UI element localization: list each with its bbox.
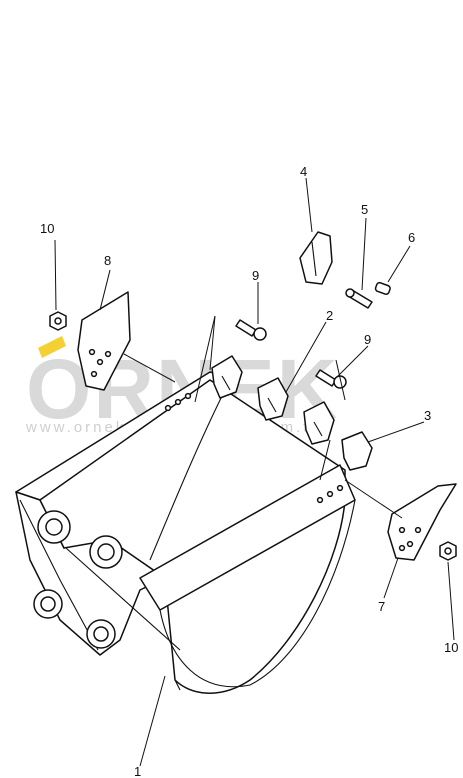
- mounting-boss-upper-left: [37, 510, 71, 544]
- side-cutter-right-part-7: [387, 483, 457, 561]
- pin-part-5: [345, 288, 373, 309]
- mounting-boss-lower-left: [33, 589, 63, 619]
- leader-lines: [54, 177, 455, 767]
- callout-4: 4: [300, 164, 307, 179]
- callout-5: 5: [361, 202, 368, 217]
- bucket-body: [15, 371, 356, 694]
- callout-6: 6: [408, 230, 415, 245]
- tooth-part-4: [299, 231, 333, 285]
- mounting-boss-lower-right: [86, 619, 116, 649]
- callout-labels: 10 8 4 5 6 9 2 9 3 7 10 1: [40, 164, 458, 778]
- callout-10-top: 10: [40, 221, 54, 236]
- side-cutter-left-part-8: [77, 291, 131, 391]
- bolt-upper: [235, 319, 267, 341]
- nut-left-part-10: [49, 311, 67, 331]
- callout-9-upper: 9: [252, 268, 259, 283]
- tooth-adapters: [211, 355, 373, 471]
- assembly-guide-lines: [123, 315, 403, 519]
- nut-right-part-10: [439, 541, 457, 561]
- callout-10-bottom: 10: [444, 640, 458, 655]
- callout-7: 7: [378, 599, 385, 614]
- callout-1: 1: [134, 764, 141, 778]
- callout-2: 2: [326, 308, 333, 323]
- lock-part-6: [374, 281, 391, 295]
- callout-9-lower: 9: [364, 332, 371, 347]
- callout-3: 3: [424, 408, 431, 423]
- mounting-boss-upper-right: [89, 535, 123, 569]
- callout-8: 8: [104, 253, 111, 268]
- watermark-accent-mark: [38, 336, 66, 358]
